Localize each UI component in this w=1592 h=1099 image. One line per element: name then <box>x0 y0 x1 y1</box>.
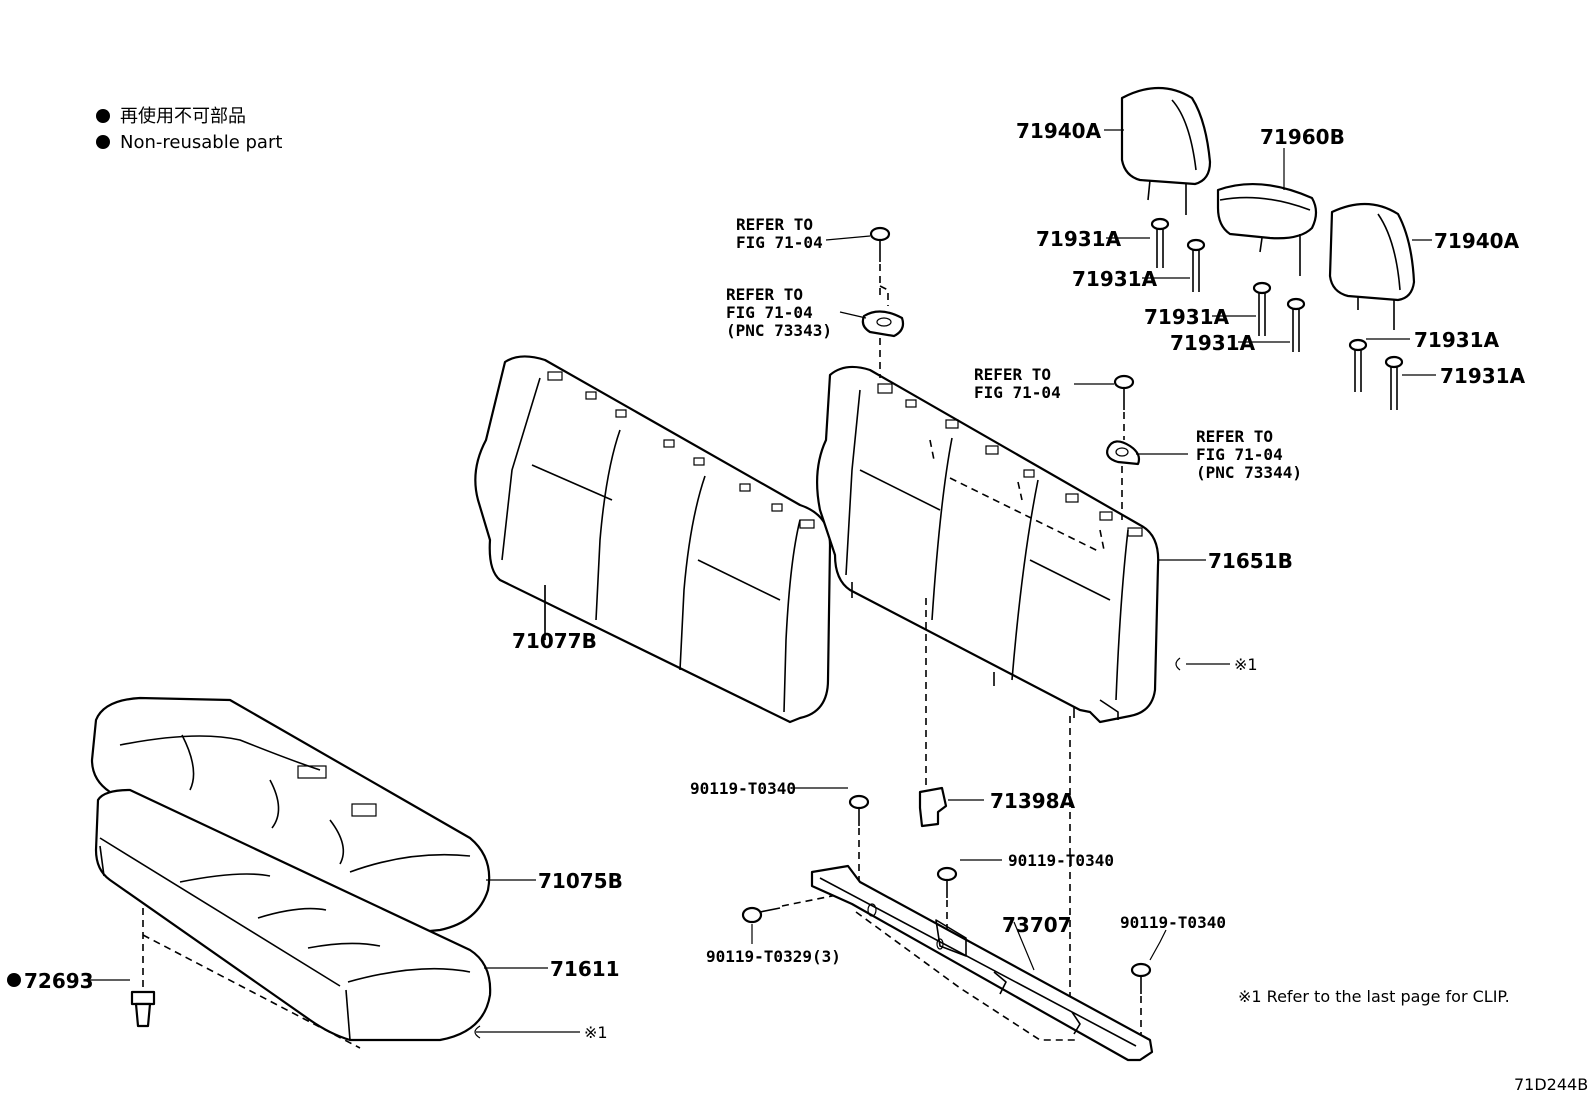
seatback-cover-71077B <box>474 355 832 724</box>
filled-circle-icon <box>96 109 110 123</box>
refer-4-line3: (PNC 73344) <box>1196 463 1302 482</box>
refer-3-line1: REFER TO <box>974 365 1051 384</box>
refer-2-line2: FIG 71-04 <box>726 303 813 322</box>
headrest-support-2 <box>1186 238 1206 292</box>
bracket-73707 <box>810 864 1154 1062</box>
seatback-pad-71651B <box>816 365 1160 724</box>
lock-plate-73343 <box>861 310 905 338</box>
headrest-71960B <box>1216 182 1318 276</box>
headrest-support-3 <box>1252 281 1272 336</box>
lock-plate-73344 <box>1106 440 1141 466</box>
callout-90119-T0340-1: 90119-T0340 <box>690 779 796 798</box>
filled-circle-icon <box>96 135 110 149</box>
legend-non-reusable-jp: 再使用不可部品 <box>96 107 246 127</box>
figure-code: 71D244B <box>1514 1075 1588 1094</box>
seat-cushion-cover-71075B <box>90 696 491 938</box>
bolt-90119-T0340-3 <box>1130 962 1152 994</box>
headrest-support-4 <box>1286 297 1306 352</box>
callout-71931A-4: 71931A <box>1170 331 1256 355</box>
headrest-support-1 <box>1150 217 1170 268</box>
callout-71940A-left: 71940A <box>1016 119 1102 143</box>
clip-mark-1: ※1 <box>1234 655 1258 674</box>
callout-73707: 73707 <box>1002 913 1072 937</box>
refer-4-line2: FIG 71-04 <box>1196 445 1283 464</box>
callout-90119-T0329: 90119-T0329(3) <box>706 947 841 966</box>
callout-71931A-1: 71931A <box>1036 227 1122 251</box>
callout-90119-T0340-3: 90119-T0340 <box>1120 913 1226 932</box>
refer-3-line2: FIG 71-04 <box>974 383 1061 402</box>
callout-71398A: 71398A <box>990 789 1076 813</box>
bolt-ref1 <box>869 226 891 262</box>
callout-71940A-right: 71940A <box>1434 229 1520 253</box>
callout-71077B: 71077B <box>512 629 597 653</box>
callout-71931A-5: 71931A <box>1414 328 1500 352</box>
callout-71931A-6: 71931A <box>1440 364 1526 388</box>
clip-mark-2: ※1 <box>584 1023 608 1042</box>
refer-2-line3: (PNC 73343) <box>726 321 832 340</box>
refer-1-line1: REFER TO <box>736 215 813 234</box>
legend-text-jp: 再使用不可部品 <box>120 106 246 127</box>
callout-90119-T0340-2: 90119-T0340 <box>1008 851 1114 870</box>
callout-71611: 71611 <box>550 957 620 981</box>
non-reusable-dot-icon <box>7 973 21 987</box>
headrest-71940A-right <box>1328 202 1416 330</box>
hinge-71398A <box>918 786 948 828</box>
seat-cushion-pad-71611 <box>94 788 492 1042</box>
callout-71931A-3: 71931A <box>1144 305 1230 329</box>
legend-non-reusable-en: Non-reusable part <box>96 133 282 153</box>
headrest-support-5 <box>1348 338 1368 392</box>
callout-71960B: 71960B <box>1260 125 1345 149</box>
bolt-90119-T0329 <box>741 906 781 924</box>
headrest-support-6 <box>1384 355 1404 410</box>
callout-71075B: 71075B <box>538 869 623 893</box>
bolt-90119-T0340-1 <box>848 794 870 826</box>
clip-note: ※1 Refer to the last page for CLIP. <box>1238 987 1510 1006</box>
callout-71651B: 71651B <box>1208 549 1293 573</box>
bolt-90119-T0340-2 <box>936 866 958 898</box>
clip-72693 <box>130 990 156 1028</box>
legend-text-en: Non-reusable part <box>120 132 283 153</box>
callout-71931A-2: 71931A <box>1072 267 1158 291</box>
headrest-71940A-left <box>1120 87 1212 215</box>
bolt-ref3 <box>1113 374 1135 410</box>
refer-1-line2: FIG 71-04 <box>736 233 823 252</box>
callout-72693: 72693 <box>24 969 94 993</box>
refer-2-line1: REFER TO <box>726 285 803 304</box>
refer-4-line1: REFER TO <box>1196 427 1273 446</box>
